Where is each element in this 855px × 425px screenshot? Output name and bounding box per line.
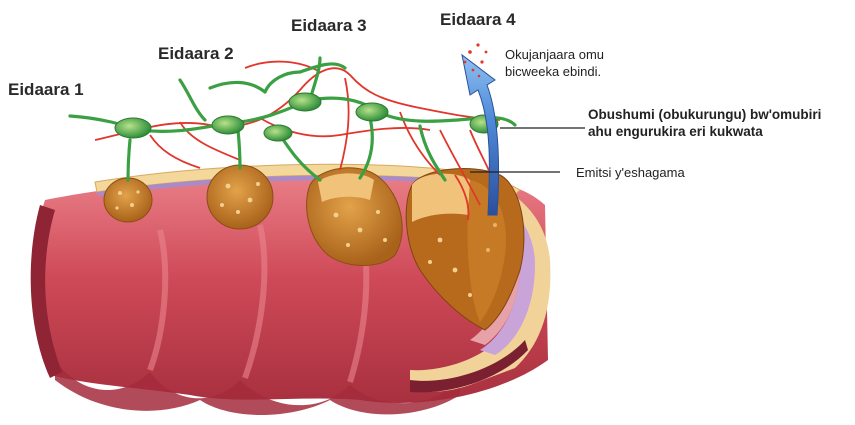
vessels-callout: Emitsi y'eshagama <box>576 164 685 181</box>
spread-callout-line2: bicweeka ebindi. <box>505 63 604 80</box>
spread-callout: Okujanjaara omu bicweeka ebindi. <box>505 46 604 80</box>
lymph-nodes <box>115 93 498 141</box>
tumor-stage-1 <box>104 178 152 222</box>
tumor-stage-2 <box>207 165 273 229</box>
stage-3-label: Eidaara 3 <box>291 16 367 36</box>
spread-callout-line1: Okujanjaara omu <box>505 46 604 63</box>
lymph-callout-line2: ahu engurukira eri kukwata <box>588 123 821 140</box>
stage-4-label: Eidaara 4 <box>440 10 516 30</box>
lymph-callout-line1: Obushumi (obukurungu) bw'omubiri <box>588 106 821 123</box>
lymph-callout: Obushumi (obukurungu) bw'omubiri ahu eng… <box>588 106 821 140</box>
stage-1-label: Eidaara 1 <box>8 80 84 100</box>
stage-2-label: Eidaara 2 <box>158 44 234 64</box>
